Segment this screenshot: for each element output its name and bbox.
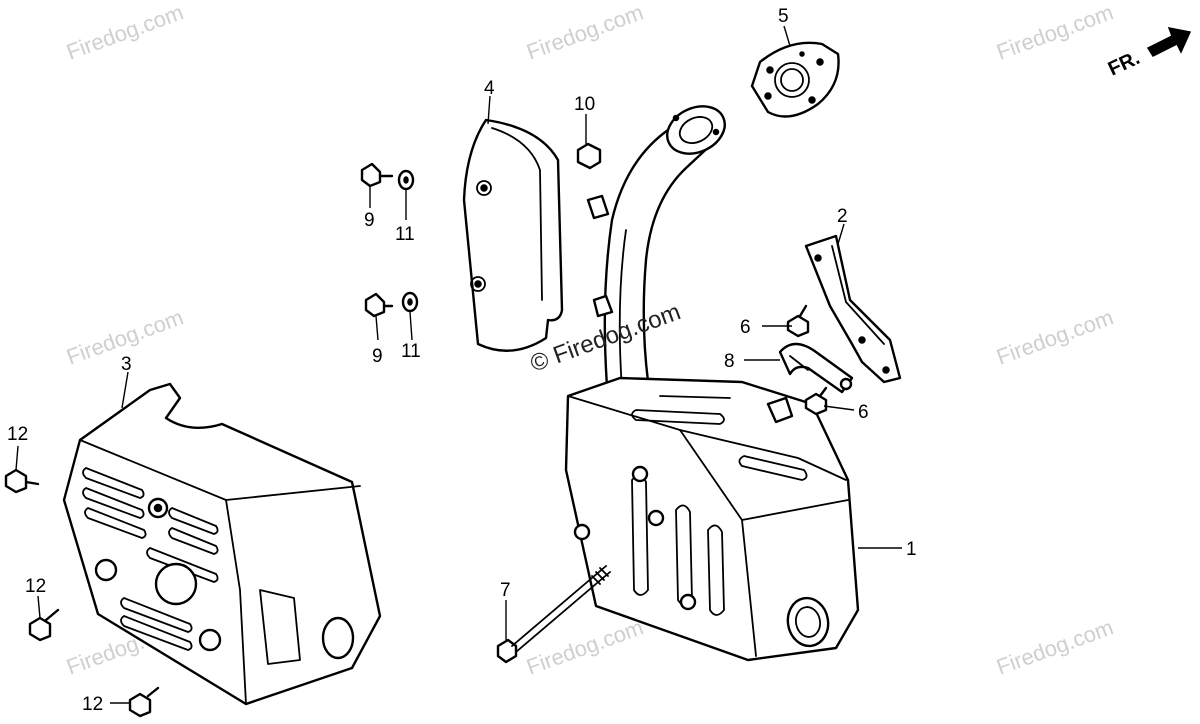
callout-part-11-upper: 11 <box>395 224 415 245</box>
callout-part-8: 8 <box>724 351 735 372</box>
callout-part-7: 7 <box>500 580 511 601</box>
watermark-top-left: Firedog.com <box>63 0 186 65</box>
front-direction-arrow-icon <box>1146 27 1192 57</box>
callout-part-5: 5 <box>778 6 789 27</box>
watermark-bottom-center: Firedog.com <box>523 614 646 679</box>
clamp-band-part-8 <box>778 342 854 394</box>
callout-part-6-lower: 6 <box>858 402 869 423</box>
protector-cover-part-3 <box>62 382 382 706</box>
watermark-top-right: Firedog.com <box>993 0 1116 65</box>
front-direction-label: FR. <box>1105 47 1143 81</box>
callout-part-10: 10 <box>574 94 595 115</box>
heat-shield-part-4 <box>462 118 564 352</box>
callout-part-4: 4 <box>484 78 495 99</box>
front-direction-indicator: FR. <box>1105 27 1192 81</box>
callout-part-6-upper: 6 <box>740 317 751 338</box>
callout-labels: 1 2 3 4 5 6 6 7 8 9 9 10 11 11 12 12 12 <box>7 6 917 715</box>
bolt-part-12-top-icon <box>4 468 40 494</box>
watermark-bottom-right: Firedog.com <box>993 614 1116 679</box>
leader-lines <box>15 25 902 704</box>
watermark-top-center: Firedog.com <box>523 0 646 65</box>
callout-part-2: 2 <box>837 206 848 227</box>
callout-part-1: 1 <box>906 539 917 560</box>
bolt-part-6-lower-icon <box>804 386 828 416</box>
bracket-part-2 <box>804 234 902 384</box>
muffler-part-1 <box>564 105 860 662</box>
long-bolt-part-7-icon <box>496 638 518 664</box>
nut-part-10-icon <box>576 142 602 170</box>
hardware-parts <box>4 142 828 718</box>
callout-part-9-lower: 9 <box>372 346 383 367</box>
bolt-part-12-bottom-icon <box>128 686 160 718</box>
callout-part-3: 3 <box>121 354 132 375</box>
bolt-part-9-upper-icon <box>360 162 394 188</box>
bolt-part-9-lower-icon <box>364 292 394 318</box>
callout-part-12-top: 12 <box>7 424 28 445</box>
callout-part-12-mid: 12 <box>25 576 46 597</box>
callout-part-12-bottom: 12 <box>82 694 103 715</box>
bolt-part-12-mid-icon <box>28 608 60 642</box>
callout-part-9-upper: 9 <box>364 210 375 231</box>
bolt-part-6-upper-icon <box>786 304 810 338</box>
watermark-mid-right: Firedog.com <box>993 304 1116 369</box>
gasket-part-5 <box>750 41 840 118</box>
callout-part-11-lower: 11 <box>401 341 421 362</box>
